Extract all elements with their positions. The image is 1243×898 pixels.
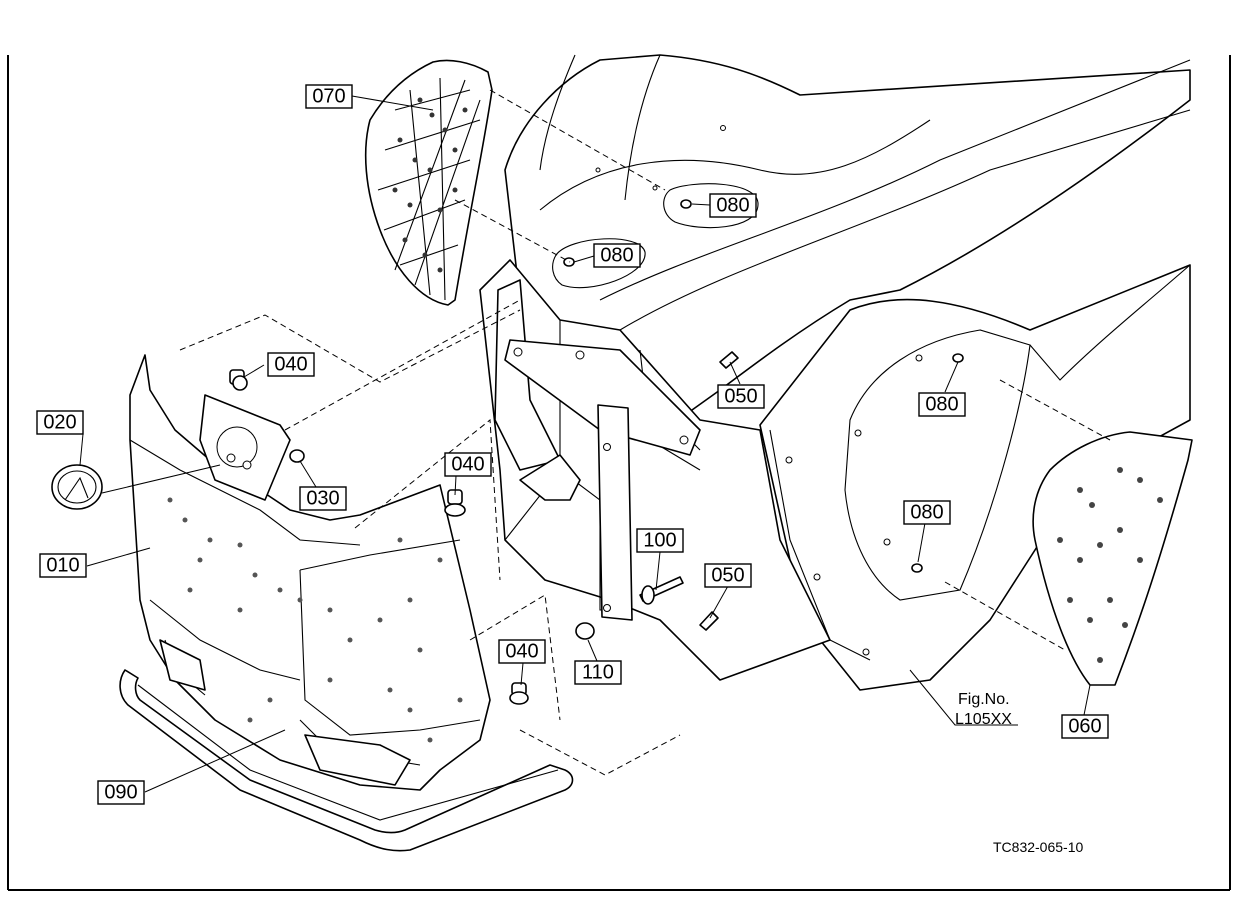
callout-090: 090 xyxy=(97,780,145,805)
callout-090-text: 090 xyxy=(104,781,137,803)
fig-number: L105XX xyxy=(955,711,1012,728)
callout-100-text: 100 xyxy=(643,529,676,551)
callout-030: 030 xyxy=(299,486,347,511)
upper-grille-070 xyxy=(364,59,493,306)
leader-lines xyxy=(79,95,1091,793)
callout-040a-text: 040 xyxy=(274,353,307,375)
emblem-020 xyxy=(51,464,103,510)
grommet-outline-upper xyxy=(663,183,759,229)
callout-060-text: 060 xyxy=(1068,715,1101,737)
callout-050b-text: 050 xyxy=(711,564,744,586)
grommet-outline-lower xyxy=(552,238,646,289)
assembly-lines xyxy=(179,89,1111,776)
side-panel xyxy=(759,264,1191,691)
callout-040-middle: 040 xyxy=(444,452,492,477)
side-grille-060 xyxy=(1032,431,1193,686)
callout-080-upper-left: 080 xyxy=(593,243,641,268)
callout-040b-text: 040 xyxy=(451,453,484,475)
callout-080-side-upper: 080 xyxy=(918,392,966,417)
drawing-code: TC832-065-10 xyxy=(993,839,1083,855)
drawing-frame xyxy=(7,55,1231,891)
fig-label: Fig.No. xyxy=(958,691,1010,708)
callout-110: 110 xyxy=(574,660,622,685)
callout-020-text: 020 xyxy=(43,411,76,433)
callout-080b-text: 080 xyxy=(600,244,633,266)
callout-050-upper: 050 xyxy=(717,384,765,409)
bottom-guard-090 xyxy=(119,669,574,852)
callout-110-text: 110 xyxy=(582,661,614,683)
callout-020: 020 xyxy=(36,410,84,435)
callout-080c-text: 080 xyxy=(925,393,958,415)
callout-050a-text: 050 xyxy=(724,385,757,407)
callout-040-lower: 040 xyxy=(498,639,546,664)
callout-080a-text: 080 xyxy=(716,194,749,216)
callout-010-text: 010 xyxy=(46,554,79,576)
callout-010: 010 xyxy=(39,553,87,578)
front-grille-010 xyxy=(129,354,491,791)
callout-080d-text: 080 xyxy=(910,501,943,523)
callout-070: 070 xyxy=(305,84,353,109)
callout-100: 100 xyxy=(636,528,684,553)
callout-050-lower: 050 xyxy=(704,563,752,588)
callout-040-top: 040 xyxy=(267,352,315,377)
callout-040c-text: 040 xyxy=(505,640,538,662)
callout-070-text: 070 xyxy=(312,85,345,107)
front-bracket xyxy=(494,279,701,621)
callout-060: 060 xyxy=(1061,714,1109,739)
callout-030-text: 030 xyxy=(306,487,339,509)
callout-080-upper-right: 080 xyxy=(709,193,757,218)
callout-080-side-lower: 080 xyxy=(903,500,951,525)
